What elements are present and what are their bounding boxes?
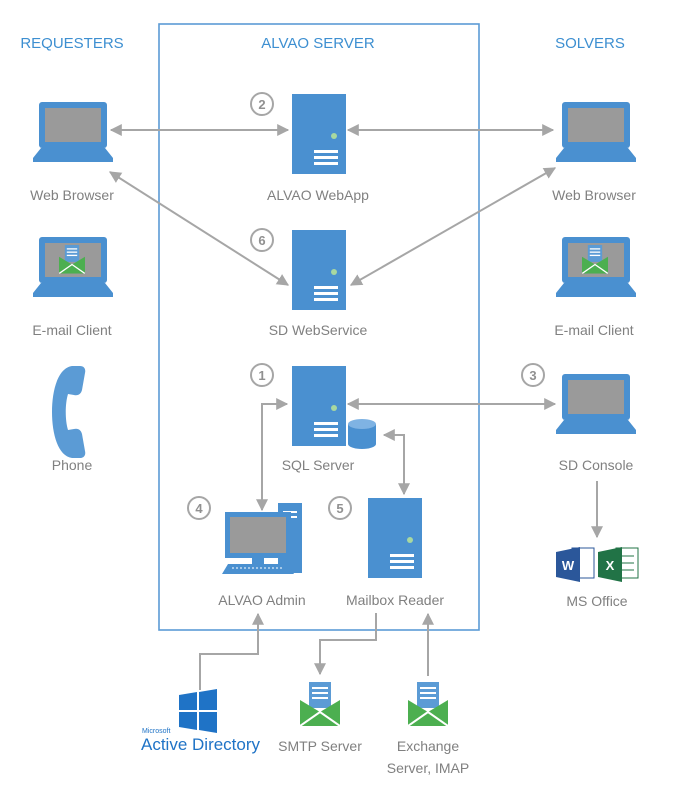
database-icon xyxy=(348,419,376,449)
sd-console-number-badge xyxy=(521,363,545,387)
arrow-mailbox-smtp xyxy=(314,613,377,676)
requesters-header: REQUESTERS xyxy=(20,35,123,52)
smtp-envelope-icon xyxy=(300,682,340,726)
arrow-ad-admin xyxy=(199,612,264,690)
solvers-header: SOLVERS xyxy=(555,35,625,52)
phone-label: Phone xyxy=(52,457,93,473)
server-header: ALVAO SERVER xyxy=(261,35,375,52)
arrow-db-mailbox xyxy=(382,429,410,496)
sd-console-laptop-icon xyxy=(556,374,636,434)
webapp-server-icon xyxy=(292,94,346,174)
mailbox-reader-label: Mailbox Reader xyxy=(346,592,444,608)
svg-text:X: X xyxy=(606,558,615,573)
active-directory-label: Active Directory xyxy=(141,735,261,754)
phone-icon xyxy=(52,366,86,458)
sol-email-client-label: E-mail Client xyxy=(554,322,633,338)
active-directory-microsoft: Microsoft xyxy=(142,728,170,735)
smtp-server-label: SMTP Server xyxy=(278,738,362,754)
svg-text:W: W xyxy=(562,558,575,573)
excel-icon: X xyxy=(598,547,639,582)
sd-console-number: 3 xyxy=(529,368,536,383)
arrow-sql-admin xyxy=(256,398,289,512)
webservice-label: SD WebService xyxy=(269,322,368,338)
desktop-computer-icon xyxy=(222,503,302,574)
webapp-number: 2 xyxy=(258,97,265,112)
arrow-req-browser-webservice xyxy=(108,171,290,286)
webservice-number-badge xyxy=(250,228,274,252)
exchange-label-line1: Exchange xyxy=(397,738,459,754)
webservice-server-icon xyxy=(292,230,346,310)
req-web-browser-label: Web Browser xyxy=(30,187,114,203)
sol-web-browser-label: Web Browser xyxy=(552,187,636,203)
webapp-number-badge xyxy=(250,92,274,116)
connection-arrows xyxy=(108,124,603,690)
alvao-admin-number-badge xyxy=(187,496,211,520)
mailbox-reader-server-icon xyxy=(368,498,422,578)
sql-server-label: SQL Server xyxy=(282,457,355,473)
req-email-client-label: E-mail Client xyxy=(32,322,111,338)
req-email-client-icon xyxy=(33,237,113,297)
exchange-label-line2: Server, IMAP xyxy=(387,760,469,776)
sql-server-number-badge xyxy=(250,363,274,387)
sql-server-number: 1 xyxy=(258,368,265,383)
webapp-label: ALVAO WebApp xyxy=(267,187,369,203)
word-icon: W xyxy=(556,547,595,582)
sol-web-browser-laptop-icon xyxy=(556,102,636,162)
windows-logo-icon xyxy=(179,689,217,733)
mailbox-reader-number-badge xyxy=(328,496,352,520)
alvao-server-boundary xyxy=(158,23,480,631)
alvao-admin-number: 4 xyxy=(195,501,203,516)
alvao-admin-label: ALVAO Admin xyxy=(218,592,305,608)
arrow-webservice-sol-browser xyxy=(349,167,557,286)
sol-email-client-icon xyxy=(556,237,636,297)
exchange-envelope-icon xyxy=(408,682,448,726)
sd-console-label: SD Console xyxy=(559,457,634,473)
webservice-number: 6 xyxy=(258,233,265,248)
ms-office-label: MS Office xyxy=(566,593,627,609)
sql-server-icon xyxy=(292,366,346,446)
mailbox-reader-number: 5 xyxy=(336,501,343,516)
req-web-browser-laptop-icon xyxy=(33,102,113,162)
